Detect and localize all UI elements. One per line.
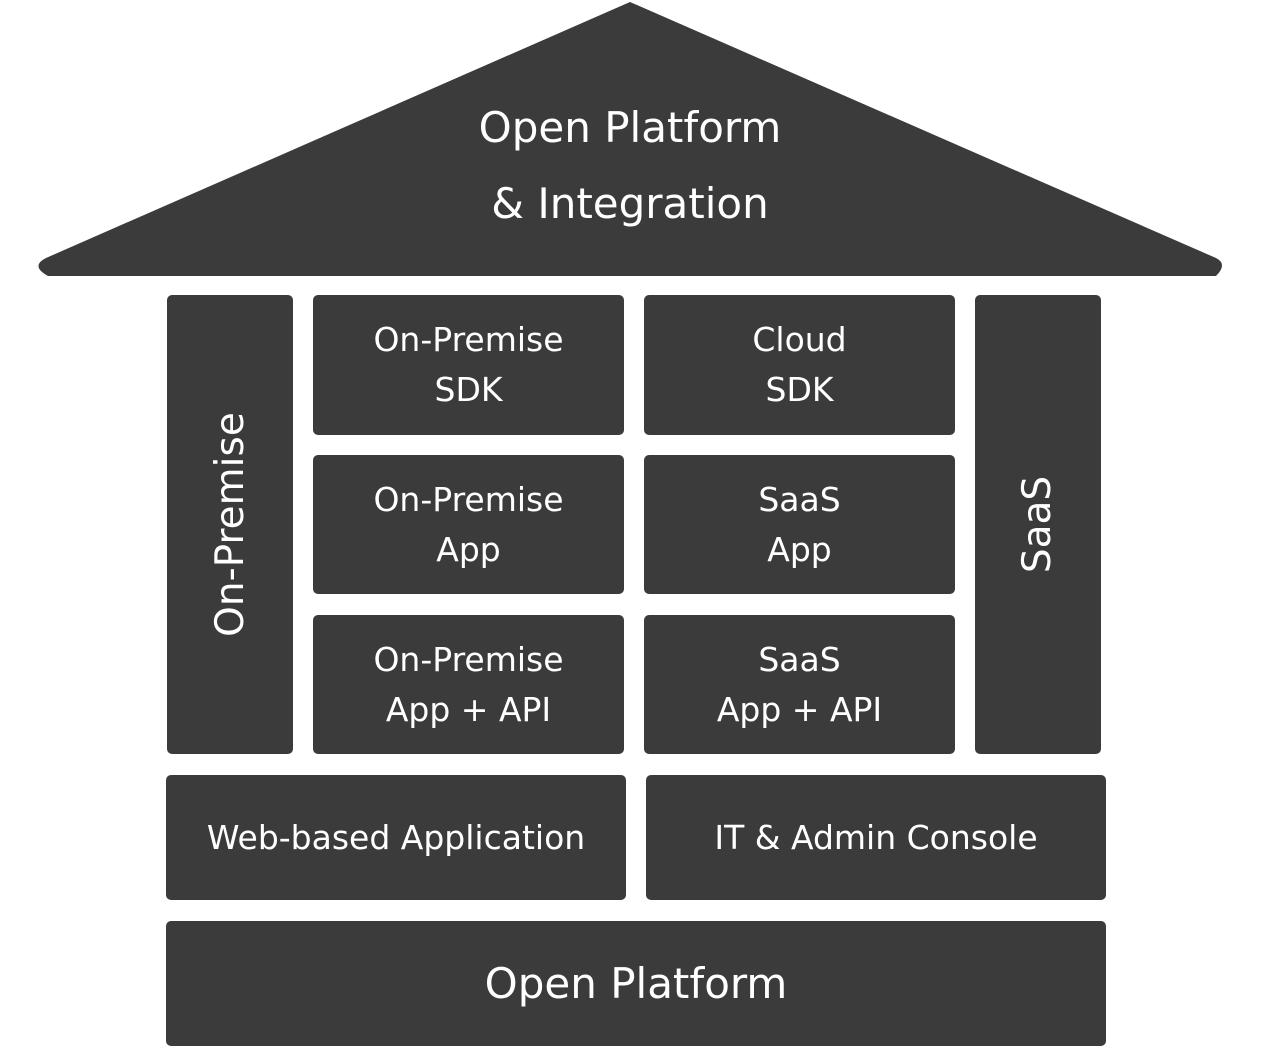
cell-on-premise-app-api: On-Premise App + API bbox=[313, 615, 624, 754]
block-it-admin-console: IT & Admin Console bbox=[646, 775, 1106, 900]
cell-line-2: App bbox=[436, 529, 501, 569]
roof-title-line-1: Open Platform bbox=[478, 103, 782, 152]
pillar-on-premise-label: On-Premise bbox=[207, 412, 253, 637]
roof-title-line-2: & Integration bbox=[491, 179, 769, 228]
foundation-open-platform: Open Platform bbox=[166, 921, 1106, 1046]
cell-line-1: On-Premise bbox=[373, 639, 564, 679]
cell-line-2: App + API bbox=[716, 689, 883, 729]
cell-line-1: Cloud bbox=[752, 320, 847, 359]
foundation-label: Open Platform bbox=[484, 959, 788, 1008]
cell-saas-app: SaaS App bbox=[644, 455, 955, 594]
cell-line-1: On-Premise bbox=[373, 320, 564, 359]
block-web-based-application-label: Web-based Application bbox=[206, 818, 586, 857]
roof-triangle bbox=[38, 2, 1223, 276]
block-web-based-application: Web-based Application bbox=[166, 775, 626, 900]
cell-line-2: SDK bbox=[765, 370, 834, 409]
cell-cloud-sdk: Cloud SDK bbox=[644, 295, 955, 435]
cell-line-1: SaaS bbox=[758, 639, 841, 679]
cell-saas-app-api: SaaS App + API bbox=[644, 615, 955, 754]
pillar-saas-label: SaaS bbox=[1015, 475, 1061, 574]
cell-on-premise-sdk: On-Premise SDK bbox=[313, 295, 624, 435]
block-it-admin-console-label: IT & Admin Console bbox=[714, 818, 1038, 857]
cell-line-1: On-Premise bbox=[373, 479, 564, 519]
pillar-on-premise: On-Premise bbox=[167, 295, 293, 754]
cell-line-2: SDK bbox=[434, 370, 503, 409]
cell-line-2: App + API bbox=[385, 689, 552, 729]
cell-line-2: App bbox=[767, 529, 832, 569]
cell-on-premise-app: On-Premise App bbox=[313, 455, 624, 594]
pillar-saas: SaaS bbox=[975, 295, 1101, 754]
cell-line-1: SaaS bbox=[758, 479, 841, 519]
